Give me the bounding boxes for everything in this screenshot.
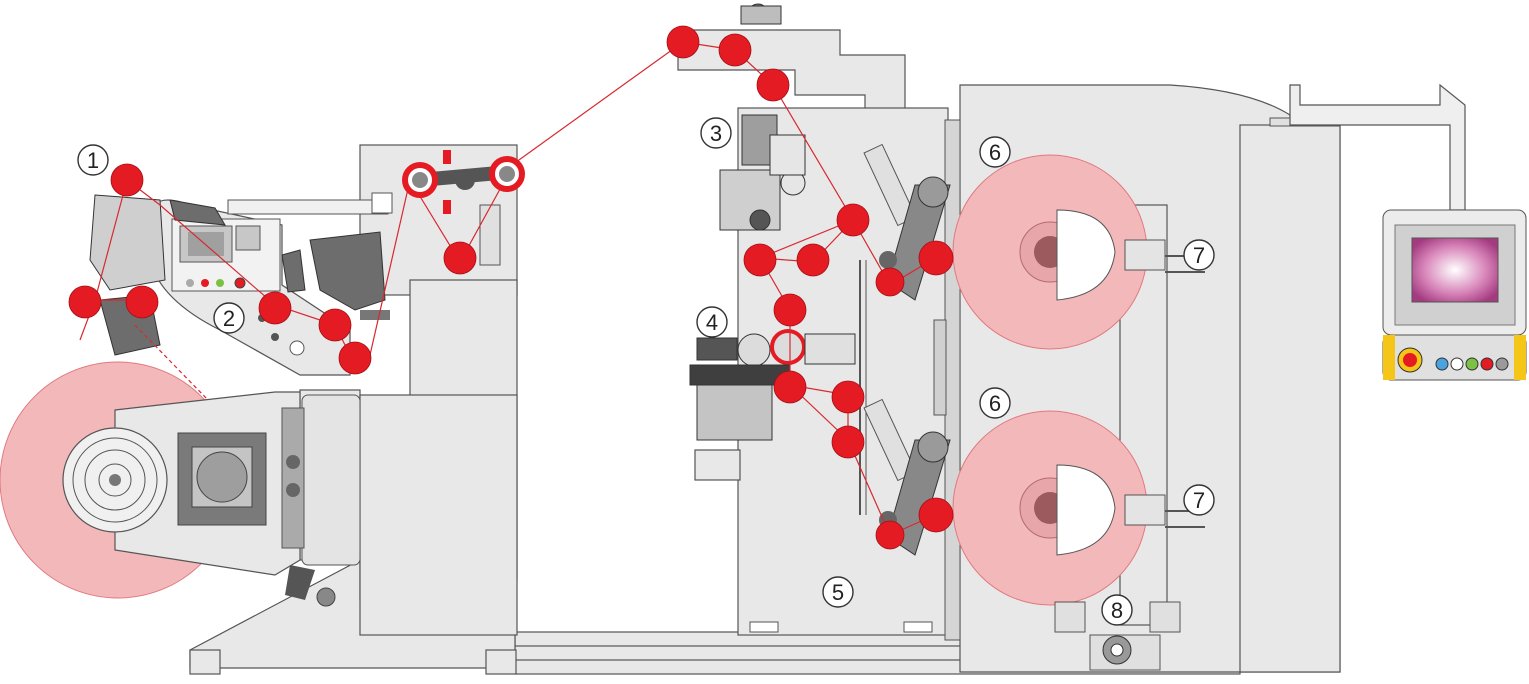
- callout-slitting-unit-upper: 3: [700, 117, 732, 149]
- unwind-drive: [177, 432, 267, 526]
- panel-button: [1495, 357, 1509, 371]
- callout-slitting-unit-lower: 4: [696, 306, 728, 338]
- callout-reel-unload: 8: [1101, 594, 1133, 626]
- upper-knife-unit: [719, 114, 806, 231]
- panel-button: [1465, 357, 1479, 371]
- hmi-screen: [1411, 237, 1499, 303]
- svg-text:5: 5: [832, 580, 844, 605]
- svg-text:8: 8: [1111, 598, 1123, 623]
- svg-text:1: 1: [87, 148, 99, 173]
- callout-lay-on-roller-bottom: 6: [979, 387, 1011, 419]
- callout-lay-on-roller-top: 6: [979, 136, 1011, 168]
- chuck-top: [1056, 209, 1205, 301]
- splice-arms: [89, 194, 386, 356]
- panel-button: [1480, 357, 1494, 371]
- operator-panel: [1289, 83, 1527, 381]
- reel-unload-unit: [1054, 601, 1181, 671]
- callout-rewind-frame: 5: [822, 576, 854, 608]
- callout-splice-table: 2: [213, 302, 245, 334]
- svg-text:4: 4: [706, 310, 718, 335]
- svg-text:2: 2: [223, 306, 235, 331]
- callout-rewind-shaft-top: 7: [1183, 239, 1215, 271]
- chuck-bottom: [1056, 464, 1205, 556]
- panel-buttons: [1435, 357, 1509, 371]
- idler-rollers: [68, 25, 954, 550]
- callout-rewind-shaft-bottom: 7: [1183, 484, 1215, 516]
- callout-unwind: 1: [77, 144, 109, 176]
- web-guide: [740, 3, 782, 25]
- panel-button: [1435, 357, 1449, 371]
- svg-text:7: 7: [1193, 488, 1205, 513]
- svg-text:7: 7: [1193, 243, 1205, 268]
- lay-on-arm-top: [863, 143, 951, 416]
- svg-text:6: 6: [989, 391, 1001, 416]
- lay-on-arm-bottom: [863, 398, 951, 556]
- unwind-motor: [281, 394, 361, 607]
- dancer-rollers: [402, 156, 525, 198]
- panel-button: [1450, 357, 1464, 371]
- svg-text:6: 6: [989, 140, 1001, 165]
- control-panel-small: [171, 218, 281, 292]
- svg-text:3: 3: [710, 121, 722, 146]
